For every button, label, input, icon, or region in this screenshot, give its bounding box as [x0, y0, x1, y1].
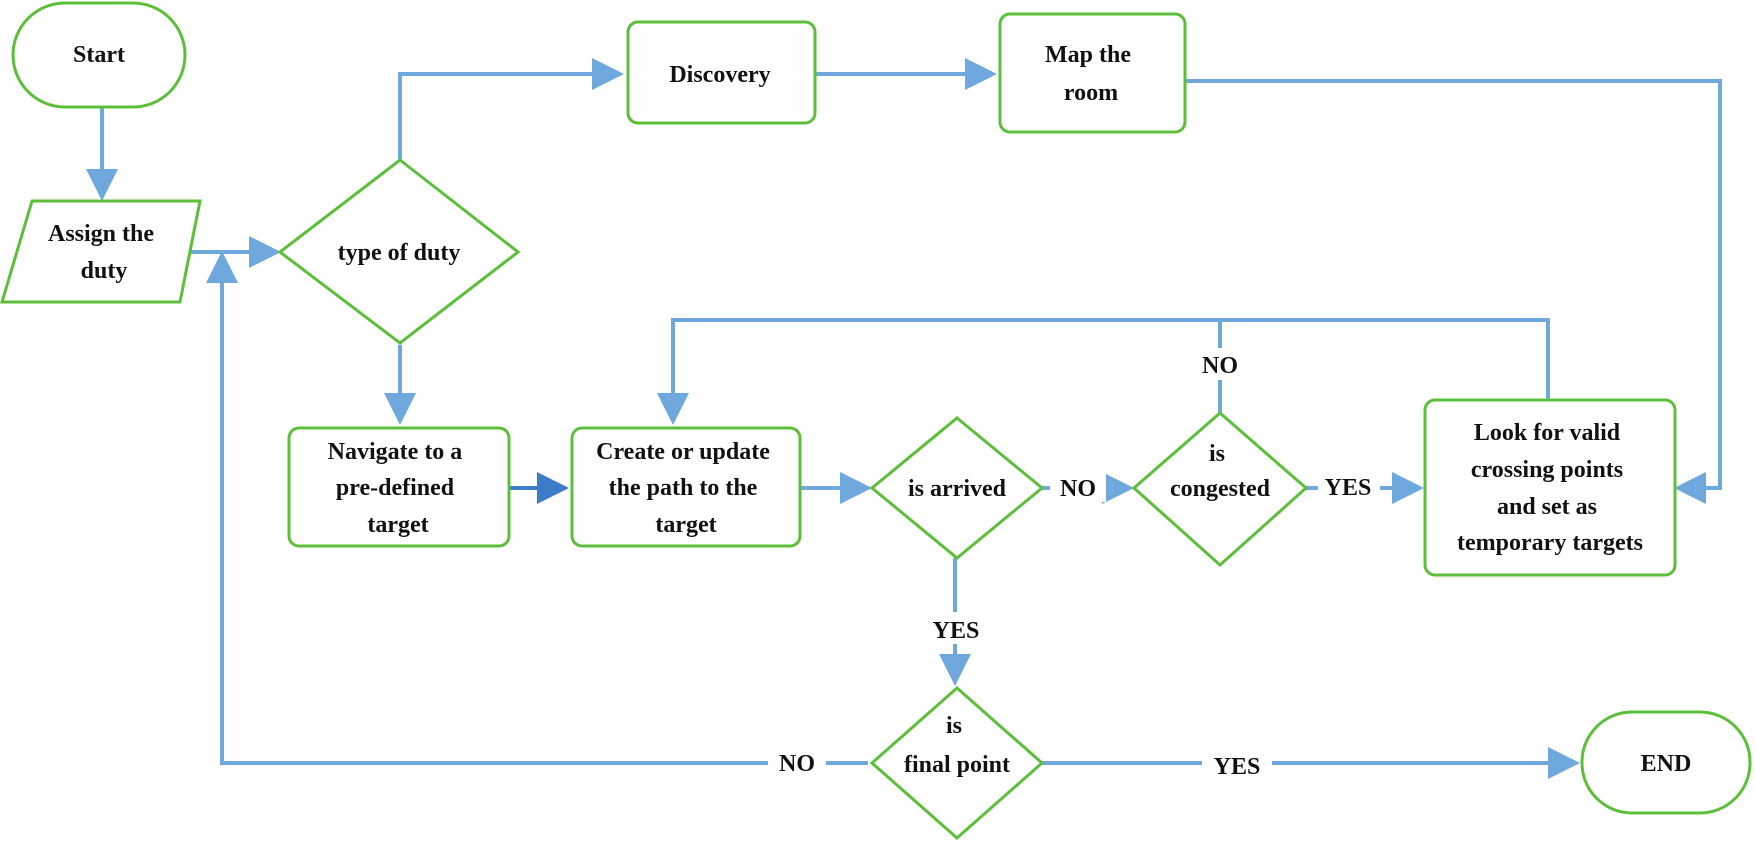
node-navigate-line-3: target	[367, 512, 428, 538]
label-final-no: NO	[779, 751, 815, 777]
node-is-final-point-line-1: is	[946, 713, 962, 739]
node-look-crossing-line-2: crossing points	[1471, 457, 1623, 483]
node-is-final-point-line-2: final point	[904, 752, 1010, 778]
svg-text:Look for valid crossing: Look for valid crossing points and set a…	[1457, 420, 1643, 556]
edge-final-to-assign	[206, 251, 868, 765]
svg-text:type of duty: type of duty	[338, 240, 461, 266]
node-type-of-duty[interactable]: type of duty	[277, 158, 521, 345]
edge-look-to-create	[657, 318, 1550, 425]
edge-labels: NO NO YES YES NO YES	[768, 348, 1380, 780]
node-create-path: Create or update the path to the target	[570, 426, 802, 548]
node-create-path-line-1: Create or update	[596, 439, 770, 465]
node-start: Start	[11, 1, 187, 109]
svg-text:is arrived: is arrived	[908, 476, 1007, 502]
node-map-room-line-2: room	[1064, 80, 1118, 106]
svg-text:Map the room: Map the room	[1045, 42, 1137, 106]
node-type-of-duty-line: type of duty	[338, 240, 461, 266]
svg-text:Navigate to a pre-define: Navigate to a pre-defined target	[328, 439, 469, 538]
node-is-congested-line-1: is	[1209, 441, 1225, 467]
node-map-room-line-1: Map the	[1045, 42, 1131, 68]
node-navigate-line-2: pre-defined	[336, 475, 455, 501]
edge-type-to-discovery	[398, 58, 624, 160]
svg-text:Discovery: Discovery	[669, 62, 770, 88]
node-assign-duty-line-2: duty	[81, 258, 128, 284]
node-navigate-line-1: Navigate to a	[328, 439, 463, 465]
svg-text:Start: Start	[73, 42, 125, 68]
node-map-room: Map the room	[998, 12, 1187, 134]
svg-text:Create or update the pat: Create or update the path to the target	[596, 439, 776, 538]
label-congested-yes: YES	[1325, 475, 1372, 501]
node-end-line: END	[1641, 751, 1692, 777]
svg-text:Assign the duty: Assign the duty	[48, 221, 160, 284]
node-discovery: Discovery	[626, 20, 817, 125]
node-look-crossing-line-4: temporary targets	[1457, 530, 1643, 556]
node-assign-duty-line-1: Assign the	[48, 221, 154, 247]
node-look-crossing: Look for valid crossing points and set a…	[1423, 398, 1677, 577]
label-final-yes: YES	[1214, 754, 1261, 780]
label-arrived-yes: YES	[933, 618, 980, 644]
label-arrived-no: NO	[1060, 476, 1096, 502]
node-end: END	[1580, 710, 1752, 815]
node-look-crossing-line-1: Look for valid	[1474, 420, 1621, 446]
svg-text:is congested: is congested	[1170, 441, 1271, 502]
node-create-path-line-2: the path to the	[609, 475, 758, 501]
node-is-congested-line-2: congested	[1170, 476, 1271, 502]
node-assign-duty: Assign the duty	[0, 199, 202, 304]
node-create-path-line-3: target	[655, 512, 716, 538]
svg-text:END: END	[1641, 751, 1692, 777]
node-is-final-point[interactable]: is final point	[869, 685, 1045, 841]
node-is-arrived-line: is arrived	[908, 476, 1007, 502]
label-congested-no: NO	[1202, 353, 1238, 379]
node-is-congested[interactable]: is congested	[1131, 411, 1309, 568]
edge-map-to-look	[1185, 79, 1722, 504]
node-look-crossing-line-3: and set as	[1497, 494, 1597, 520]
node-discovery-line: Discovery	[669, 62, 770, 88]
node-start-line: Start	[73, 42, 125, 68]
node-navigate: Navigate to a pre-defined target	[287, 426, 511, 548]
node-is-arrived[interactable]: is arrived	[869, 416, 1045, 560]
svg-text:is final point: is final point	[904, 713, 1010, 778]
